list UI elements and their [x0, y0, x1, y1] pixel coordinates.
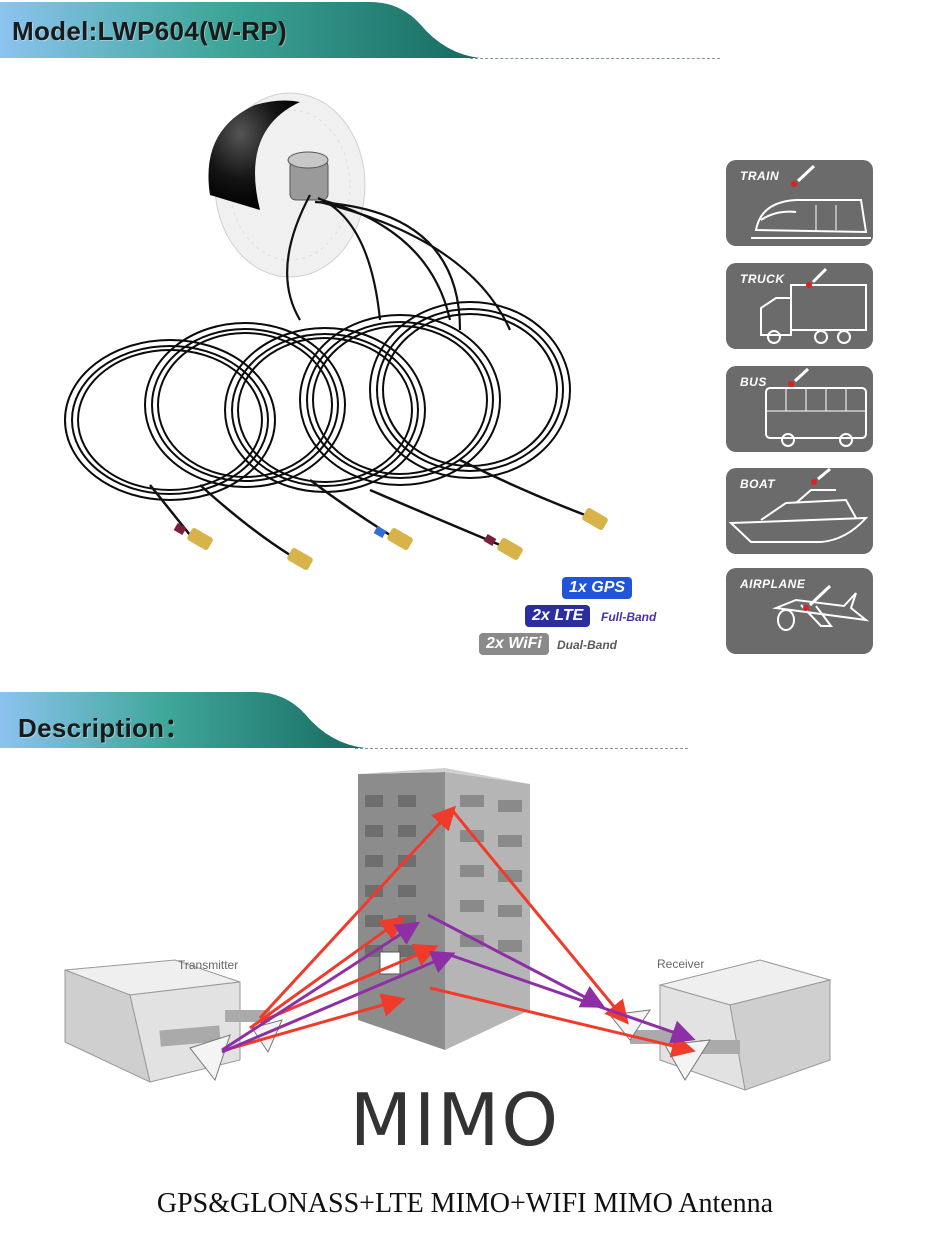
transmitter-label: Transmitter [178, 958, 239, 972]
tag-lte-label: 2x LTE [532, 607, 584, 624]
bus-icon [765, 367, 867, 447]
app-label-truck: TRUCK [740, 272, 785, 286]
transmitter-device-icon [64, 959, 283, 1083]
tag-wifi-label: 2x WiFi [486, 635, 542, 652]
tag-wifi-sub: Dual-Band [557, 638, 617, 652]
tag-lte: 2x LTE [525, 605, 591, 627]
description-header: Description： [0, 692, 930, 750]
app-card-boat: BOAT [726, 468, 873, 554]
mimo-diagram [0, 760, 930, 1160]
train-icon [751, 164, 871, 239]
model-header: Model:LWP604(W-RP) [0, 2, 930, 60]
app-label-train: TRAIN [740, 169, 780, 183]
app-card-truck: TRUCK [726, 263, 873, 349]
app-label-bus: BUS [740, 375, 767, 389]
app-card-airplane: AIRPLANE [726, 568, 873, 654]
model-title: Model:LWP604(W-RP) [12, 16, 287, 46]
receiver-label: Receiver [657, 957, 705, 971]
header-banner-shape [0, 692, 365, 748]
header-banner-shape [0, 2, 480, 58]
tag-wifi: 2x WiFi [479, 633, 549, 655]
airplane-icon [772, 584, 870, 631]
app-label-boat: BOAT [740, 477, 776, 491]
building-icon [358, 768, 530, 1050]
app-label-airplane: AIRPLANE [740, 577, 806, 591]
footer-title: GPS&GLONASS+LTE MIMO+WIFI MIMO Antenna [156, 1188, 774, 1219]
header-dashed-rule [470, 58, 720, 59]
mimo-caption: MIMO [349, 1078, 561, 1162]
antenna-product-image [40, 90, 680, 670]
boat-icon [728, 468, 869, 543]
app-card-bus: BUS [726, 366, 873, 452]
tag-lte-sub: Full-Band [601, 610, 657, 624]
truck-icon [760, 267, 867, 344]
tag-gps: 1x GPS [562, 577, 633, 599]
header-dashed-rule [355, 748, 688, 749]
antenna-spec-tags: 1x GPS 2x LTE Full-Band 2x WiFi Dual-Ban… [470, 575, 700, 665]
description-title: Description： [18, 713, 191, 743]
tag-gps-label: 1x GPS [569, 579, 626, 596]
app-card-train: TRAIN [726, 160, 873, 246]
receiver-device-icon [609, 959, 832, 1091]
